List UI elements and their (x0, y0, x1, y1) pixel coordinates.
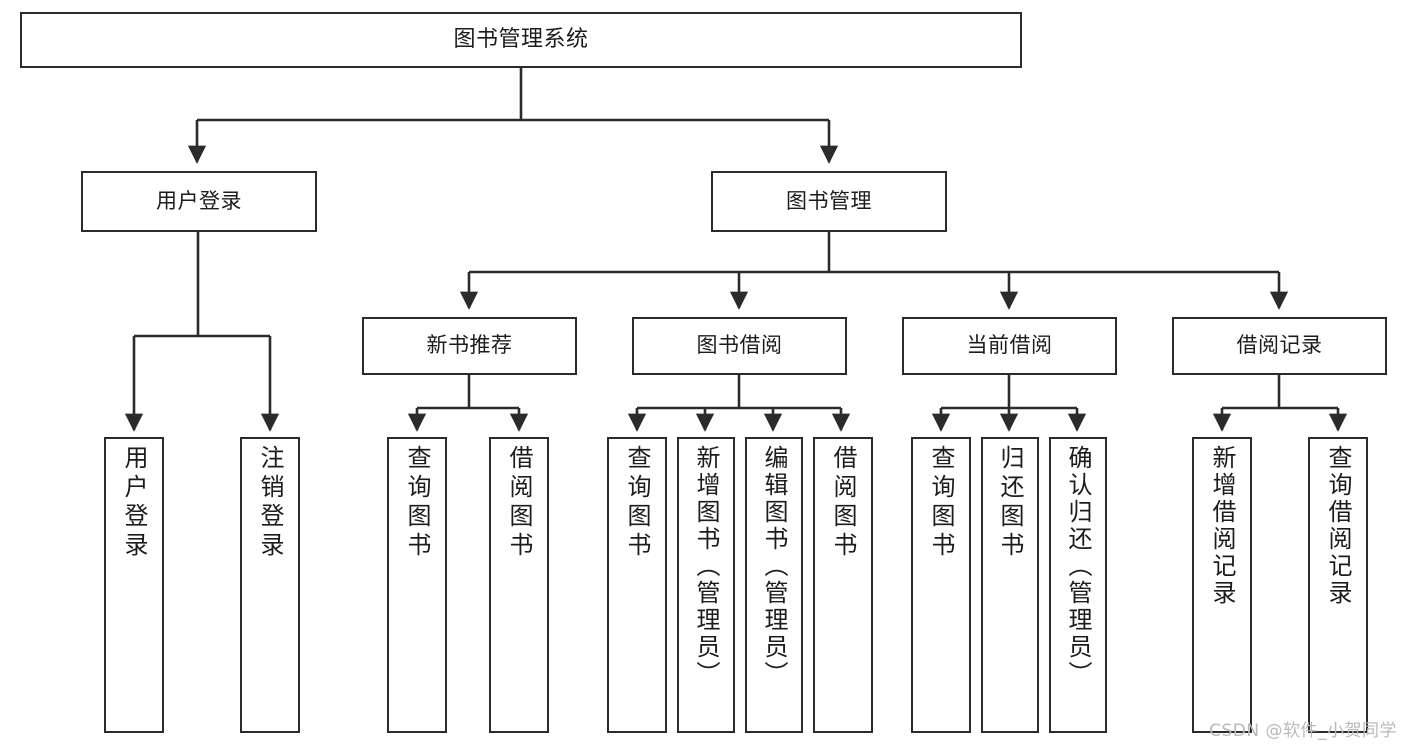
node-label: 借阅记录 (1236, 333, 1323, 358)
node-current-borrow[interactable]: 当前借阅 (902, 317, 1117, 375)
node-label: 编辑图书（管理员） (760, 445, 788, 688)
node-label: 新增借阅记录 (1208, 445, 1236, 607)
node-user-login[interactable]: 用户登录 (81, 171, 317, 232)
leaf-book-borrow-borrow-book[interactable]: 借阅图书 (813, 437, 873, 733)
leaf-new-book-borrow-book[interactable]: 借阅图书 (489, 437, 549, 733)
node-label: 注销登录 (256, 445, 284, 561)
node-label: 图书管理 (786, 188, 872, 213)
node-label: 借阅图书 (505, 445, 533, 561)
node-label: 查询图书 (623, 445, 651, 561)
csdn-watermark: CSDN @软件_小贺同学 (1209, 721, 1397, 741)
leaf-borrow-record-add-record[interactable]: 新增借阅记录 (1192, 437, 1252, 733)
leaf-new-book-query-book[interactable]: 查询图书 (387, 437, 447, 733)
node-root-book-management-system[interactable]: 图书管理系统 (20, 12, 1022, 68)
node-label: 用户登录 (156, 188, 242, 213)
node-book-borrow[interactable]: 图书借阅 (632, 317, 847, 375)
leaf-current-borrow-confirm-return-admin[interactable]: 确认归还（管理员） (1049, 437, 1107, 733)
node-label: 用户登录 (120, 445, 148, 561)
node-book-management[interactable]: 图书管理 (711, 171, 947, 232)
node-label: 查询图书 (927, 445, 955, 561)
node-label: 查询借阅记录 (1324, 445, 1352, 607)
node-label: 查询图书 (403, 445, 431, 561)
node-label: 确认归还（管理员） (1064, 445, 1092, 688)
node-new-book-recommend[interactable]: 新书推荐 (362, 317, 577, 375)
leaf-book-borrow-edit-book-admin[interactable]: 编辑图书（管理员） (745, 437, 803, 733)
node-label: 图书管理系统 (453, 26, 589, 52)
leaf-book-borrow-add-book-admin[interactable]: 新增图书（管理员） (677, 437, 735, 733)
node-label: 借阅图书 (829, 445, 857, 561)
leaf-current-borrow-return-book[interactable]: 归还图书 (981, 437, 1039, 733)
leaf-user-login-logout[interactable]: 注销登录 (240, 437, 300, 733)
node-borrow-record[interactable]: 借阅记录 (1172, 317, 1387, 375)
leaf-current-borrow-query-book[interactable]: 查询图书 (911, 437, 971, 733)
leaf-book-borrow-query-book[interactable]: 查询图书 (607, 437, 667, 733)
node-label: 归还图书 (996, 445, 1024, 561)
leaf-user-login-login[interactable]: 用户登录 (104, 437, 164, 733)
node-label: 新书推荐 (426, 333, 513, 358)
node-label: 当前借阅 (966, 333, 1053, 358)
node-label: 图书借阅 (696, 333, 783, 358)
node-label: 新增图书（管理员） (692, 445, 720, 688)
leaf-borrow-record-query-record[interactable]: 查询借阅记录 (1308, 437, 1368, 733)
